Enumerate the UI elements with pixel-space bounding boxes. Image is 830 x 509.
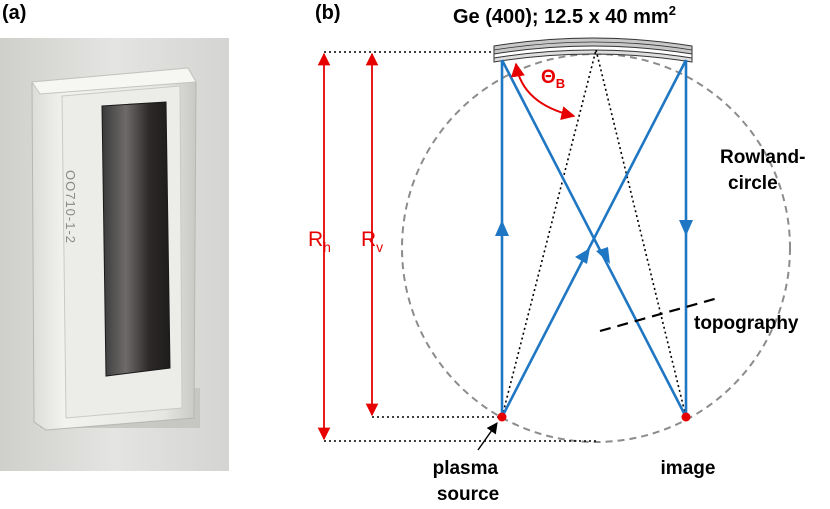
holder-top-edge bbox=[31, 67, 197, 95]
crystal-title: Ge (400); 12.5 x 40 mm2 bbox=[453, 3, 676, 28]
bent-crystal bbox=[493, 37, 693, 63]
rh-label: Rh bbox=[308, 228, 331, 255]
holder-engraving: OO710-1-2 bbox=[63, 170, 78, 244]
beam-arrow-down-right bbox=[679, 220, 693, 236]
beam-arrow-up-diagonal bbox=[575, 248, 590, 264]
panel-b-label: (b) bbox=[315, 2, 341, 24]
rowland-circle-label: Rowland- circle bbox=[720, 147, 811, 194]
crystal-title-superscript: 2 bbox=[669, 3, 676, 18]
bragg-angle-arc bbox=[510, 62, 576, 120]
topography-label: topography bbox=[694, 313, 799, 334]
dotted-lines bbox=[324, 49, 687, 442]
beam-paths bbox=[500, 59, 688, 418]
beam-arrow-down-diagonal bbox=[596, 247, 610, 264]
crystal-photo: OO710-1-2 bbox=[0, 38, 229, 471]
beam-arrowheads bbox=[495, 220, 693, 264]
plasma-source-point bbox=[497, 412, 507, 422]
beam-arrow-up-left bbox=[495, 220, 509, 236]
panel-a-label: (a) bbox=[2, 2, 27, 24]
bragg-angle-label: ΘB bbox=[541, 67, 565, 91]
plasma-source-label: plasma source bbox=[433, 458, 504, 505]
image-point bbox=[681, 412, 691, 422]
source-pointer-arrow bbox=[477, 422, 498, 451]
topography-line bbox=[599, 296, 719, 333]
rv-label: Rv bbox=[361, 228, 383, 255]
crystal-plate bbox=[101, 101, 171, 377]
image-label: image bbox=[661, 458, 716, 479]
rowland-circle bbox=[401, 53, 791, 443]
